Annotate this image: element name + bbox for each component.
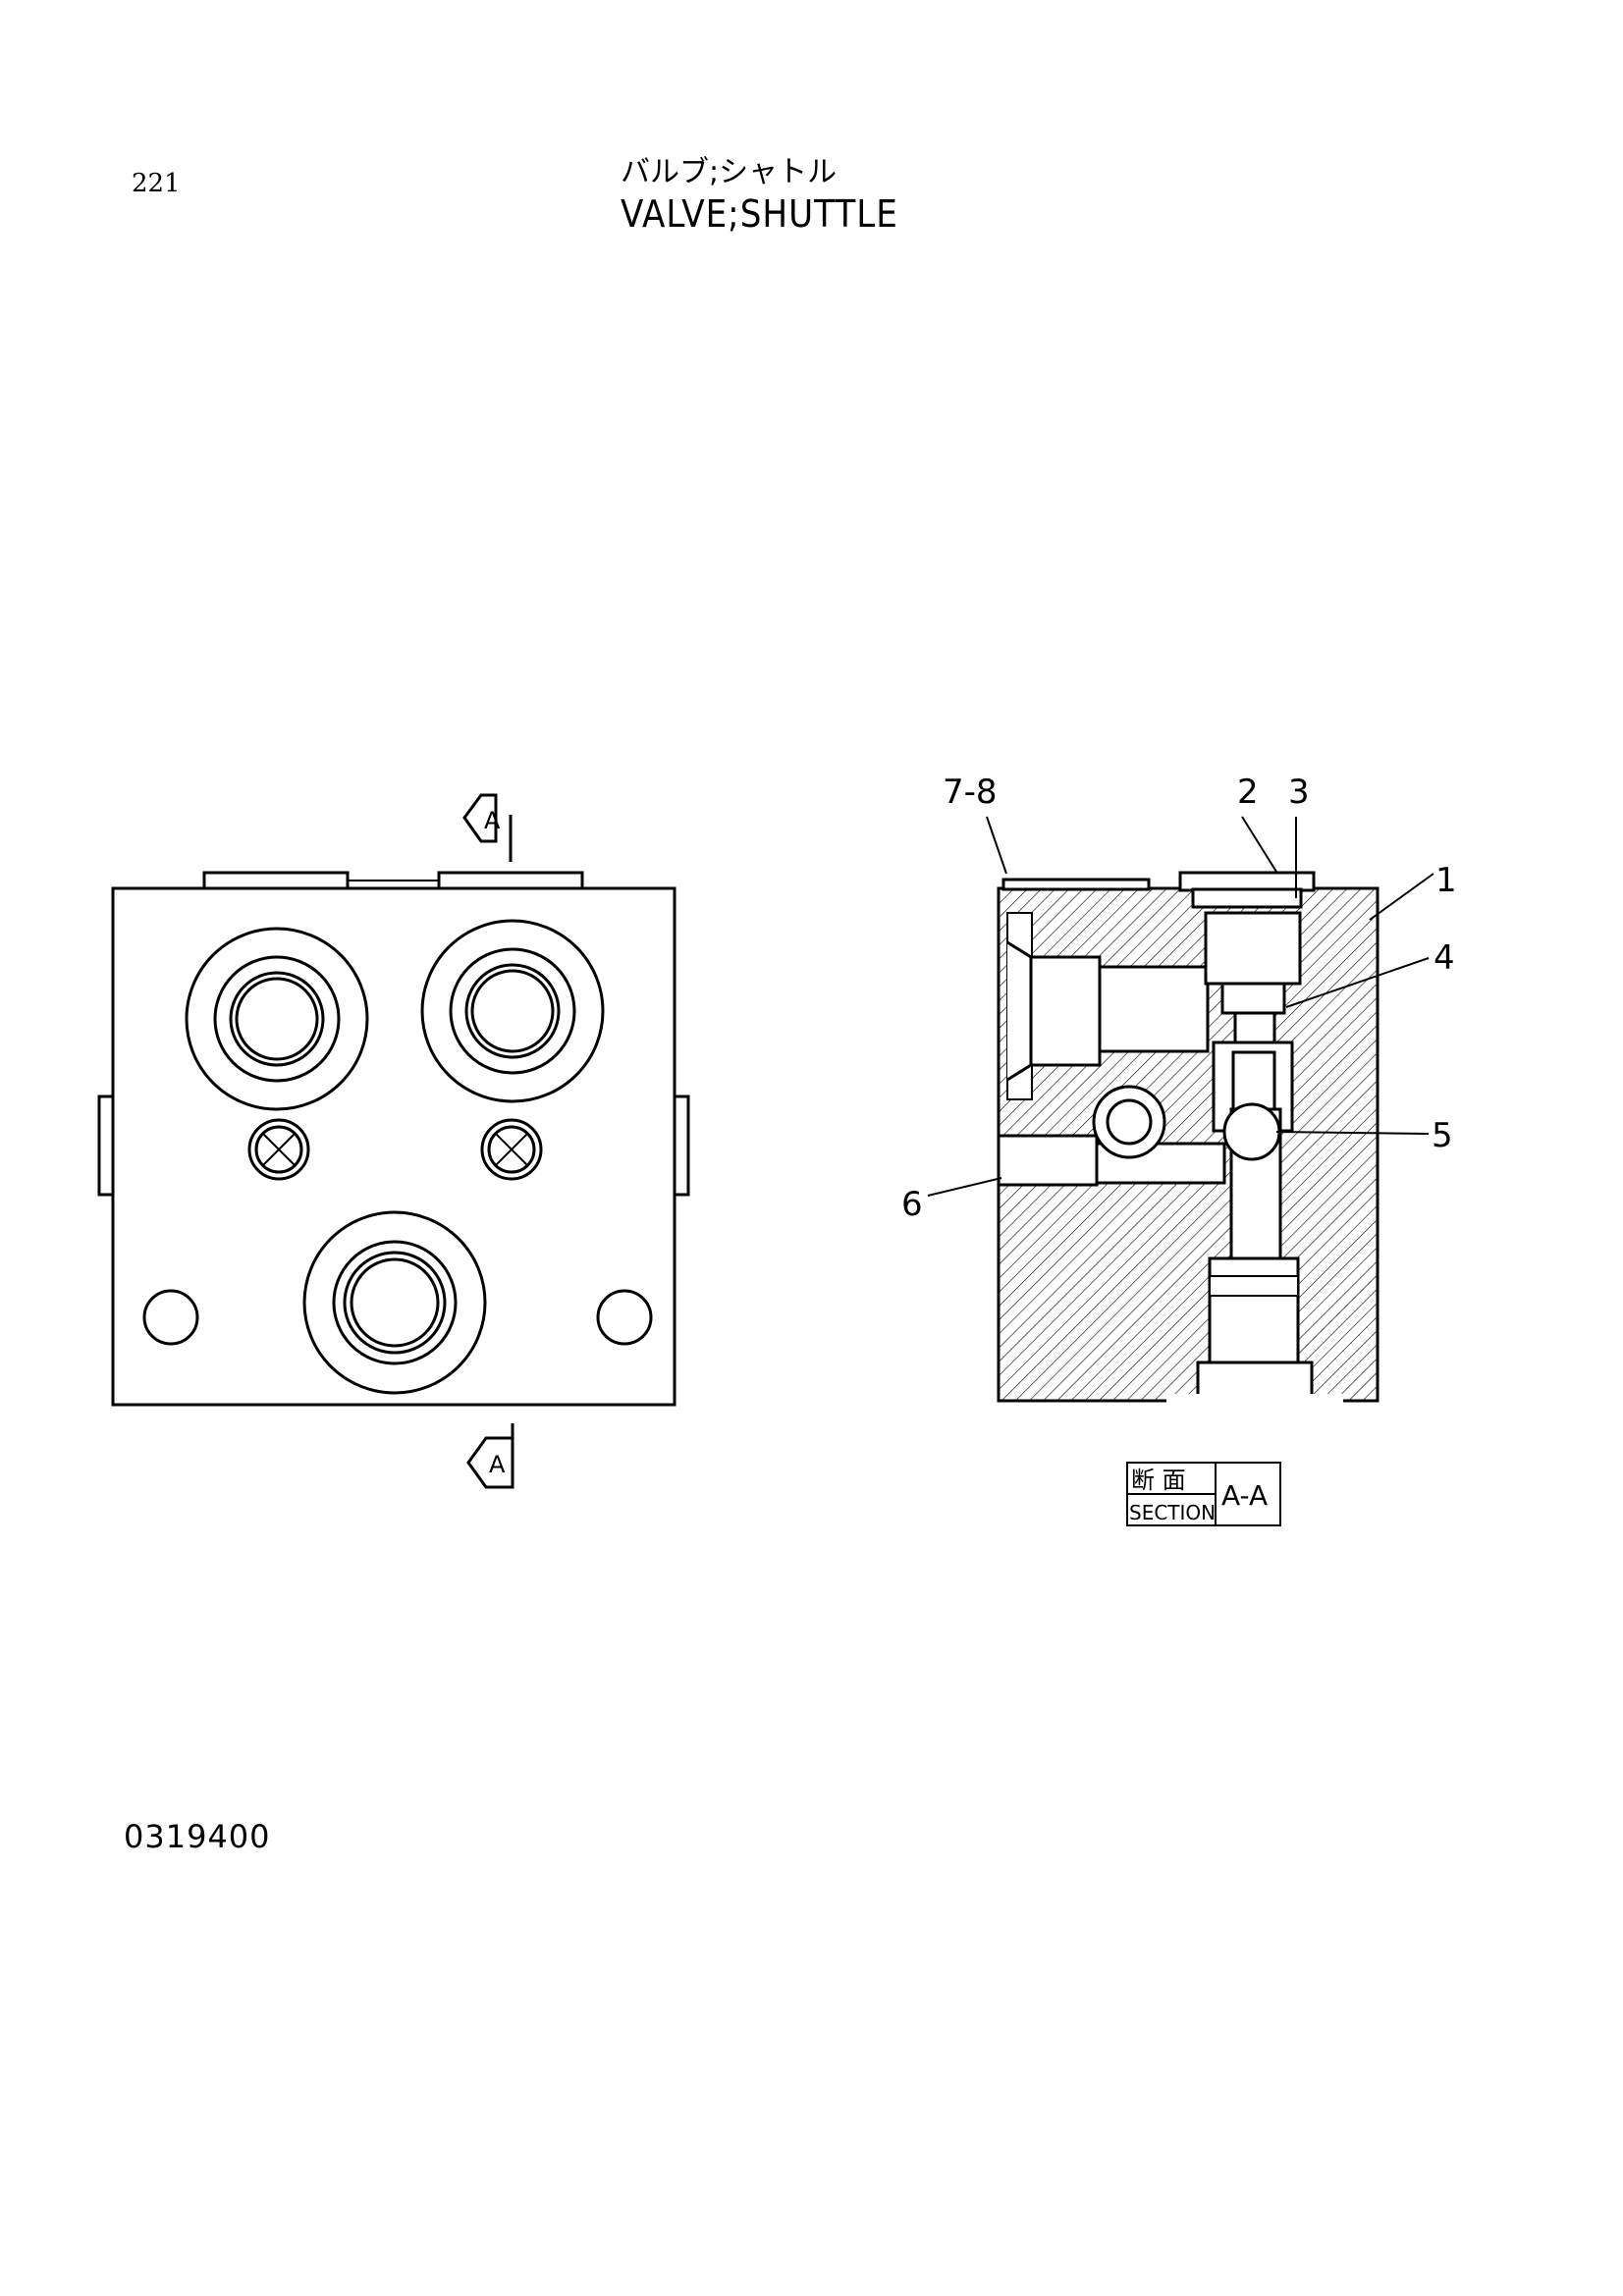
view-arrow-bottom-label: A <box>489 1451 506 1478</box>
section-label-id: A-A <box>1221 1479 1268 1512</box>
side-tab-right <box>673 1095 690 1197</box>
callout-leaders <box>927 816 1434 1197</box>
page-number: 221 <box>132 169 181 198</box>
title-japanese: バルブ;シャトル <box>621 155 838 189</box>
section-label-jp: 断 面 <box>1131 1467 1186 1494</box>
callout-5: 5 <box>1432 1116 1453 1155</box>
callout-2: 2 <box>1237 773 1259 812</box>
top-tab-right <box>437 871 584 890</box>
section-label-box <box>1126 1462 1281 1526</box>
callout-1: 1 <box>1435 861 1457 900</box>
title-english: VALVE;SHUTTLE <box>621 192 898 236</box>
bottom-plug <box>1208 1256 1300 1364</box>
port-bottom-center <box>302 1210 487 1395</box>
section-label-en: SECTION <box>1129 1501 1216 1524</box>
mount-hole-right <box>596 1289 653 1346</box>
mount-hole-left <box>142 1289 199 1346</box>
view-arrow-top-label: A <box>484 807 501 834</box>
side-tab-left <box>97 1095 115 1197</box>
view-arrow-top <box>462 793 513 862</box>
front-view <box>97 871 690 1407</box>
plug-left <box>247 1118 310 1181</box>
port-top-right <box>420 919 605 1103</box>
callout-6: 6 <box>901 1185 923 1224</box>
plug-right <box>480 1118 543 1181</box>
section-view <box>997 871 1380 1404</box>
drawing-number: 0319400 <box>124 1818 271 1855</box>
port-top-left <box>185 927 369 1111</box>
callout-4: 4 <box>1434 938 1455 978</box>
plug-2 <box>1204 911 1302 986</box>
callout-7-8: 7-8 <box>943 773 998 812</box>
callout-3: 3 <box>1288 773 1310 812</box>
seat-4 <box>1220 982 1286 1015</box>
top-tab-left <box>202 871 350 890</box>
shuttle-ball-5 <box>1222 1102 1281 1161</box>
view-arrow-bottom <box>466 1423 514 1489</box>
